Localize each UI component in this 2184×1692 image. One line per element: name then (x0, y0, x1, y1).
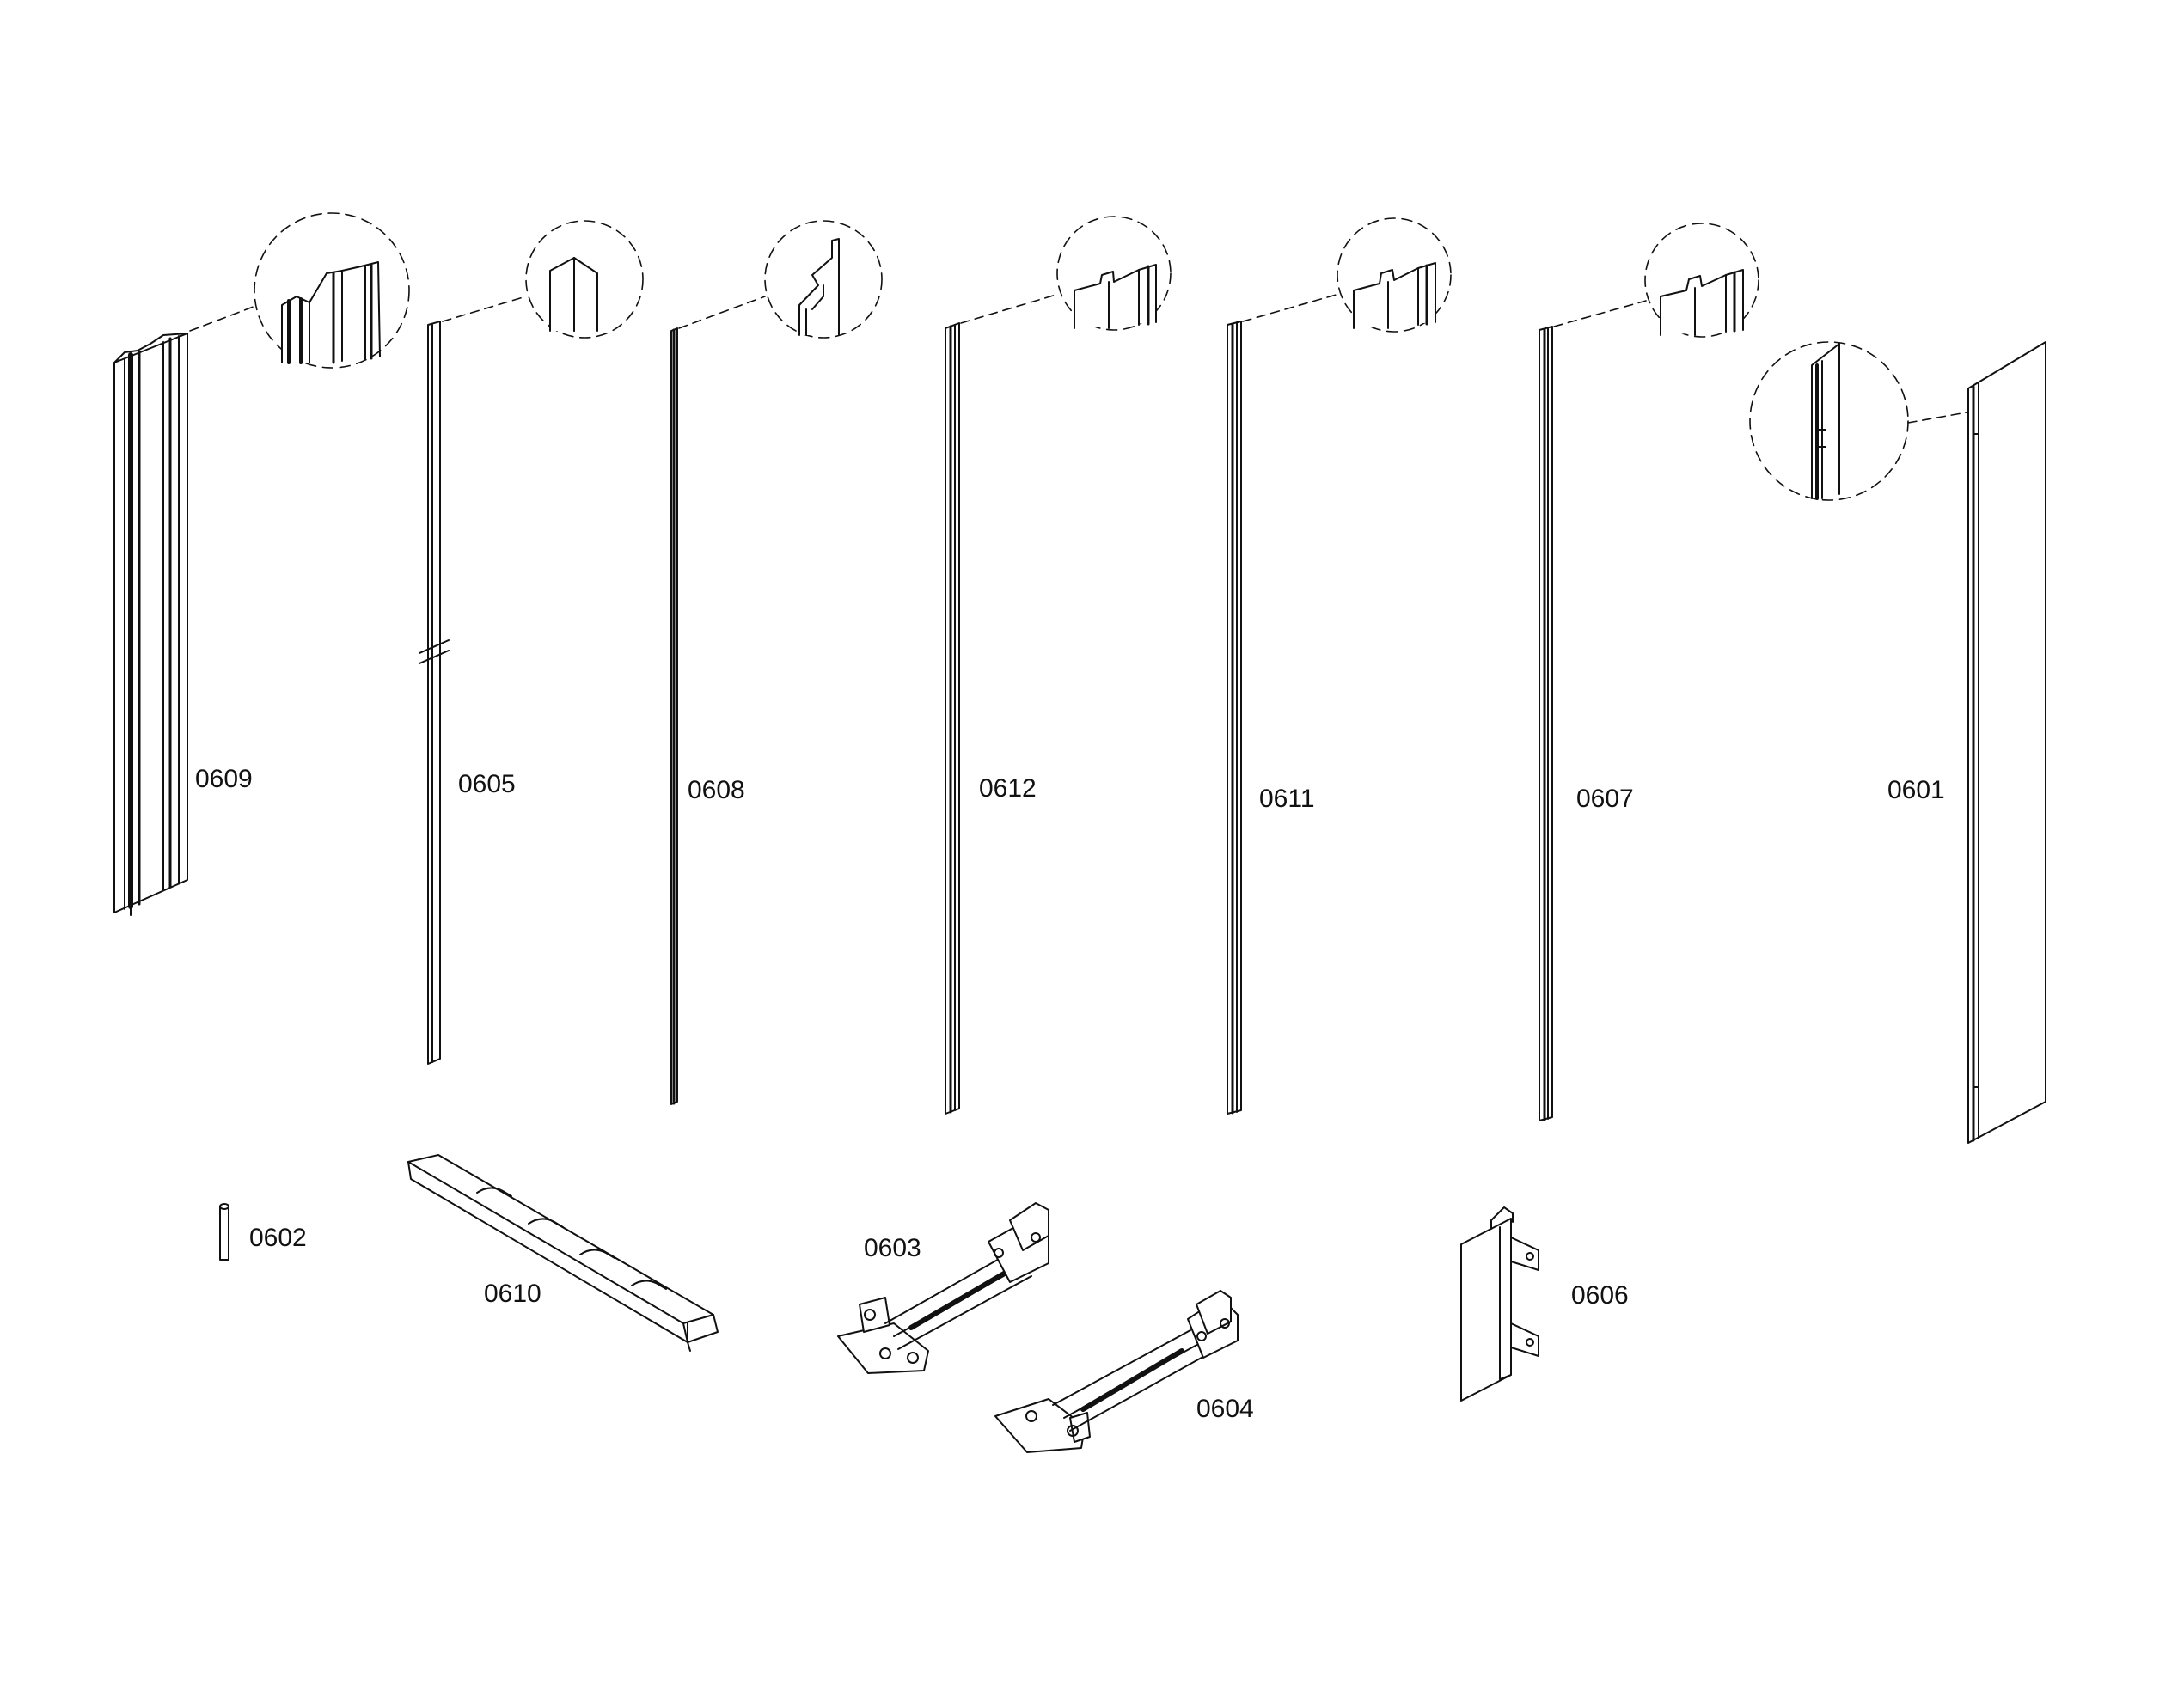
part-0601-panel (1967, 341, 2046, 1144)
label-0607: 0607 (1576, 785, 1634, 813)
part-0601-detail (1749, 341, 1967, 501)
part-0602-pin (219, 1203, 229, 1261)
part-0612-rail (945, 322, 960, 1115)
part-0605-strip (419, 321, 450, 1065)
part-0612-detail (960, 216, 1172, 331)
part-0609-detail (189, 212, 410, 369)
label-0612: 0612 (979, 774, 1037, 803)
part-0604-bracket (994, 1290, 1239, 1453)
part-0608-detail (678, 220, 883, 339)
label-0605: 0605 (458, 770, 516, 798)
part-0608-rail (670, 327, 678, 1105)
part-0611-detail (1242, 217, 1452, 333)
label-0606: 0606 (1571, 1281, 1629, 1310)
label-0610: 0610 (484, 1280, 541, 1308)
part-0606-hinge (1460, 1206, 1539, 1402)
part-0605-detail (442, 220, 644, 339)
part-0609-rail (113, 333, 188, 916)
part-0610-channel (407, 1154, 719, 1352)
label-0604: 0604 (1196, 1395, 1254, 1423)
part-0607-detail (1553, 223, 1759, 338)
label-0609: 0609 (195, 765, 253, 793)
part-0611-rail (1227, 321, 1242, 1115)
label-0608: 0608 (688, 776, 745, 804)
label-0602: 0602 (249, 1224, 307, 1252)
label-0611: 0611 (1259, 785, 1315, 813)
part-0603-bracket (837, 1202, 1049, 1374)
label-0601: 0601 (1887, 776, 1945, 804)
part-0607-rail (1539, 326, 1553, 1121)
label-0603: 0603 (864, 1234, 921, 1262)
